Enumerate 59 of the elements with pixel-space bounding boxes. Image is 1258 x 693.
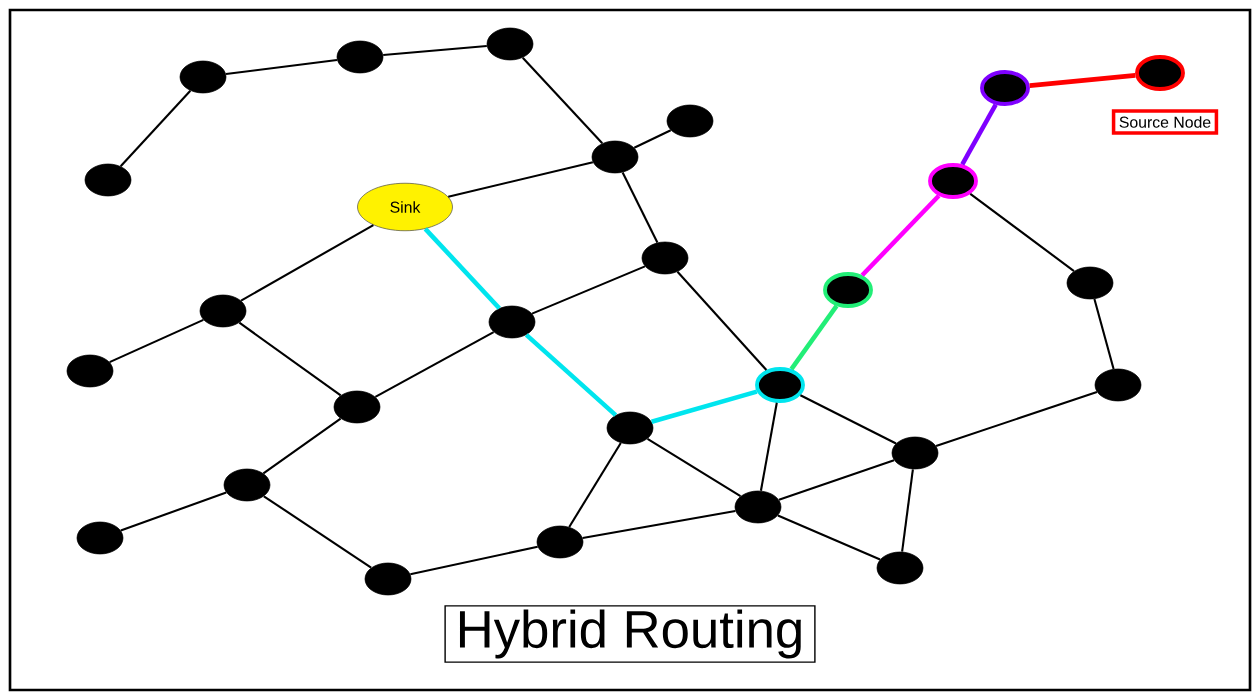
link-line [531,265,646,315]
network-node [666,104,714,138]
link-line [263,495,372,569]
network-node [1066,266,1114,300]
link-line [524,333,618,417]
network-node [66,354,114,388]
link-line [935,391,1098,447]
link-line [238,321,342,397]
link-line [410,545,538,576]
network-node [76,521,124,555]
link-line [789,304,839,371]
network-node [606,411,654,445]
link-line [960,103,998,166]
network-node [223,468,271,502]
link-line [225,58,338,76]
network-node [336,40,384,74]
link-line [676,271,768,371]
link-line [262,417,342,475]
network-node [179,60,227,94]
link-line [646,437,742,498]
network-node [364,562,412,596]
label-box: Source Node [1111,109,1219,135]
network-node [488,305,536,339]
link-line [119,90,192,167]
network-node [734,490,782,524]
link-line [582,509,736,540]
link-line [448,161,594,198]
link-line [1093,298,1115,370]
link-line [969,193,1075,272]
network-node [1094,368,1142,402]
link-line [901,469,914,552]
network-node [84,163,132,197]
network-node [536,525,584,559]
link-line [521,57,604,144]
link-line [383,44,487,57]
network-node [891,436,939,470]
link-line [621,171,659,243]
network-node [486,27,534,61]
title-box: Hybrid Routing [444,605,816,663]
link-line [633,129,672,149]
link-line [374,331,495,398]
network-node [333,390,381,424]
link-line [423,227,501,310]
network-node [591,140,639,174]
link-line [778,459,895,501]
link-line [799,394,897,445]
link-line [1029,73,1136,88]
link-line [860,194,941,277]
link-line [568,442,622,528]
network-node [199,294,247,328]
link-line [120,491,227,532]
link-line [777,514,881,561]
network-node [876,551,924,585]
link-line [109,318,204,364]
sink-node: Sink [357,182,453,232]
link-line [759,402,778,491]
network-node [641,241,689,275]
link-line [240,224,374,302]
link-line [651,389,758,424]
